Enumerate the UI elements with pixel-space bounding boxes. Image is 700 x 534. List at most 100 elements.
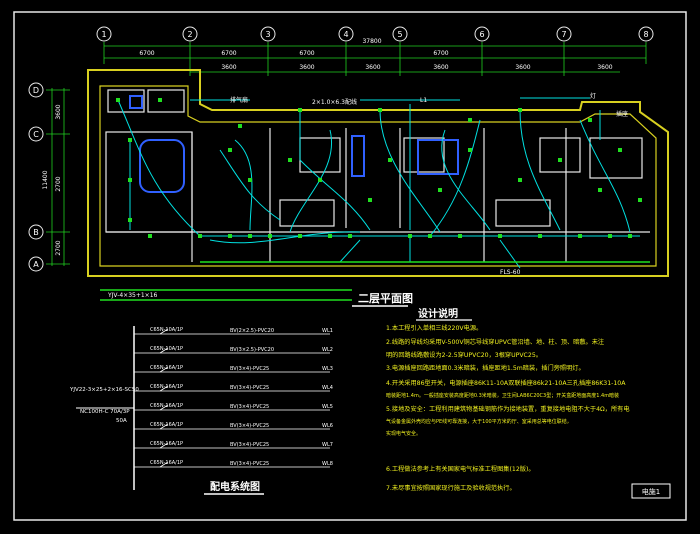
wiring-tag-4: 插座 bbox=[616, 110, 628, 118]
column-bubble bbox=[96, 26, 112, 42]
top-span-texts: 6700 6700 6700 6700 bbox=[139, 50, 448, 57]
circuit-wire: BV(3×4)-PVC25 bbox=[230, 442, 269, 448]
circuit-wire: BV(3×4)-PVC25 bbox=[230, 366, 269, 372]
fixture-symbol bbox=[128, 138, 132, 142]
circuit-id: WL8 bbox=[322, 461, 333, 467]
light-fixtures bbox=[116, 98, 642, 238]
row-bubble-label: A bbox=[33, 260, 39, 269]
row-bubble bbox=[28, 256, 44, 272]
column-bubble bbox=[638, 26, 654, 42]
circuit-wire: BV(2×2.5)-PVC20 bbox=[230, 328, 274, 334]
column-bubble-label: 2 bbox=[187, 30, 192, 39]
circuit-switch bbox=[159, 328, 169, 335]
fixture-symbol bbox=[288, 158, 292, 162]
fixture-symbol bbox=[428, 234, 432, 238]
fixture-symbol bbox=[538, 234, 542, 238]
wiring-runs bbox=[117, 97, 640, 269]
column-bubble-label: 7 bbox=[561, 30, 566, 39]
note-line: 2.线路的导线均采用V-500V铜芯导线穿UPVC管沿墙、地、柱、顶、暗敷。未注 bbox=[386, 338, 604, 346]
left-dimension-lines bbox=[46, 88, 70, 266]
row-bubble bbox=[28, 126, 44, 142]
fixture-symbol bbox=[388, 158, 392, 162]
main-rating: 50A bbox=[116, 418, 127, 424]
wiring-tag-2: L1 bbox=[420, 97, 427, 104]
sheet-stamp-box bbox=[631, 483, 671, 499]
fixture-symbol bbox=[238, 124, 242, 128]
distribution-system: YJV22-3×25+2×16-SC50 NC100H-C 70A/3P 50A… bbox=[69, 326, 333, 495]
fixture-symbol bbox=[558, 158, 562, 162]
notes-title: 设计说明 bbox=[418, 307, 458, 320]
fixture-symbol bbox=[498, 234, 502, 238]
note-line: 暗装距地1.4m。一般插座安装高度距地0.3米暗装，卫生间LAB6C20C3型；… bbox=[386, 392, 619, 399]
top-span-dimension: 6700 bbox=[139, 50, 154, 57]
column-bubble bbox=[338, 26, 354, 42]
sub-span-dimension: 3600 bbox=[299, 64, 314, 71]
fixture-symbol bbox=[628, 234, 632, 238]
row-bubble-label: C bbox=[33, 130, 39, 139]
top-span-dimension: 6700 bbox=[221, 50, 236, 57]
fixture-symbol bbox=[348, 234, 352, 238]
fixture-symbol bbox=[328, 234, 332, 238]
note-line: 实现电气安全。 bbox=[386, 430, 421, 437]
feeder-label: YJV-4×35+1×16 bbox=[107, 292, 158, 299]
fixture-symbol bbox=[298, 234, 302, 238]
fixture-symbol bbox=[638, 198, 642, 202]
top-span-dimension: 6700 bbox=[433, 50, 448, 57]
row-bubble bbox=[28, 82, 44, 98]
circuit-switch bbox=[159, 442, 169, 449]
circuit-switch bbox=[159, 347, 169, 354]
column-bubble bbox=[474, 26, 490, 42]
drawing-frame bbox=[13, 11, 687, 521]
sub-span-dimension: 3600 bbox=[597, 64, 612, 71]
fixture-symbol bbox=[378, 108, 382, 112]
fixture-symbol bbox=[608, 234, 612, 238]
fixture-symbol bbox=[618, 148, 622, 152]
column-bubble bbox=[556, 26, 572, 42]
circuit-wire: BV(3×4)-PVC25 bbox=[230, 404, 269, 410]
fixture-symbol bbox=[248, 178, 252, 182]
fixture-symbol bbox=[228, 148, 232, 152]
circuit-id: WL2 bbox=[322, 347, 333, 353]
note-line: 7.未尽事宜按照国家现行施工及验收规范执行。 bbox=[386, 484, 516, 492]
wiring-tag-1: 2×1.0×6.3配线 bbox=[312, 98, 357, 106]
note-line: 5.接地及安全：工程利用建筑物基础钢筋作为接地装置，重复接地电阻不大于4Ω，所有… bbox=[386, 405, 630, 413]
note-line: 6.工程做法参考上有关国家电气标准工程图集(12版)。 bbox=[386, 465, 535, 473]
note-line: 3.电源插座回路距地面0.3米暗装，插座距地1.5m暗装，插门旁照明灯。 bbox=[386, 364, 585, 372]
circuit-wire: BV(3×4)-PVC25 bbox=[230, 385, 269, 391]
circuit-switch bbox=[159, 423, 169, 430]
circuit-id: WL7 bbox=[322, 442, 333, 448]
column-bubble bbox=[260, 26, 276, 42]
circuit-id: WL6 bbox=[322, 423, 333, 429]
fixture-symbol bbox=[588, 118, 592, 122]
fixture-symbol bbox=[128, 178, 132, 182]
fixture-symbol bbox=[438, 188, 442, 192]
circuit-switch bbox=[159, 461, 169, 468]
sheet-stamp: 电施1 bbox=[642, 487, 660, 496]
wiring-tag-3: 灯 bbox=[590, 92, 596, 100]
circuit-breaker: C65N-16A/1P bbox=[150, 403, 183, 409]
circuit-switch bbox=[159, 385, 169, 392]
room-partitions bbox=[105, 89, 650, 262]
plan-title: 二层平面图 bbox=[358, 292, 413, 305]
fixture-symbol bbox=[298, 108, 302, 112]
circuit-wire: BV(3×4)-PVC25 bbox=[230, 461, 269, 467]
circuit-switch bbox=[159, 366, 169, 373]
column-bubble bbox=[392, 26, 408, 42]
fixture-symbol bbox=[458, 234, 462, 238]
row-bubble-label: B bbox=[33, 228, 39, 237]
circuit-breaker: C65N-16A/1P bbox=[150, 422, 183, 428]
left-total-dimension: 11400 bbox=[42, 170, 49, 189]
circuit-id: WL5 bbox=[322, 404, 333, 410]
note-line: 明的回路线路敷设为2-2.5穿UPVC20，3根穿UPVC25。 bbox=[386, 351, 542, 359]
incoming-cable: YJV22-3×25+2×16-SC50 bbox=[69, 387, 139, 393]
system-title: 配电系统图 bbox=[210, 480, 260, 493]
circuit-id: WL4 bbox=[322, 385, 333, 391]
fixture-symbol bbox=[148, 234, 152, 238]
fixture-symbol bbox=[468, 148, 472, 152]
top-span-dimension: 6700 bbox=[299, 50, 314, 57]
top-dimension-lines bbox=[103, 42, 647, 76]
